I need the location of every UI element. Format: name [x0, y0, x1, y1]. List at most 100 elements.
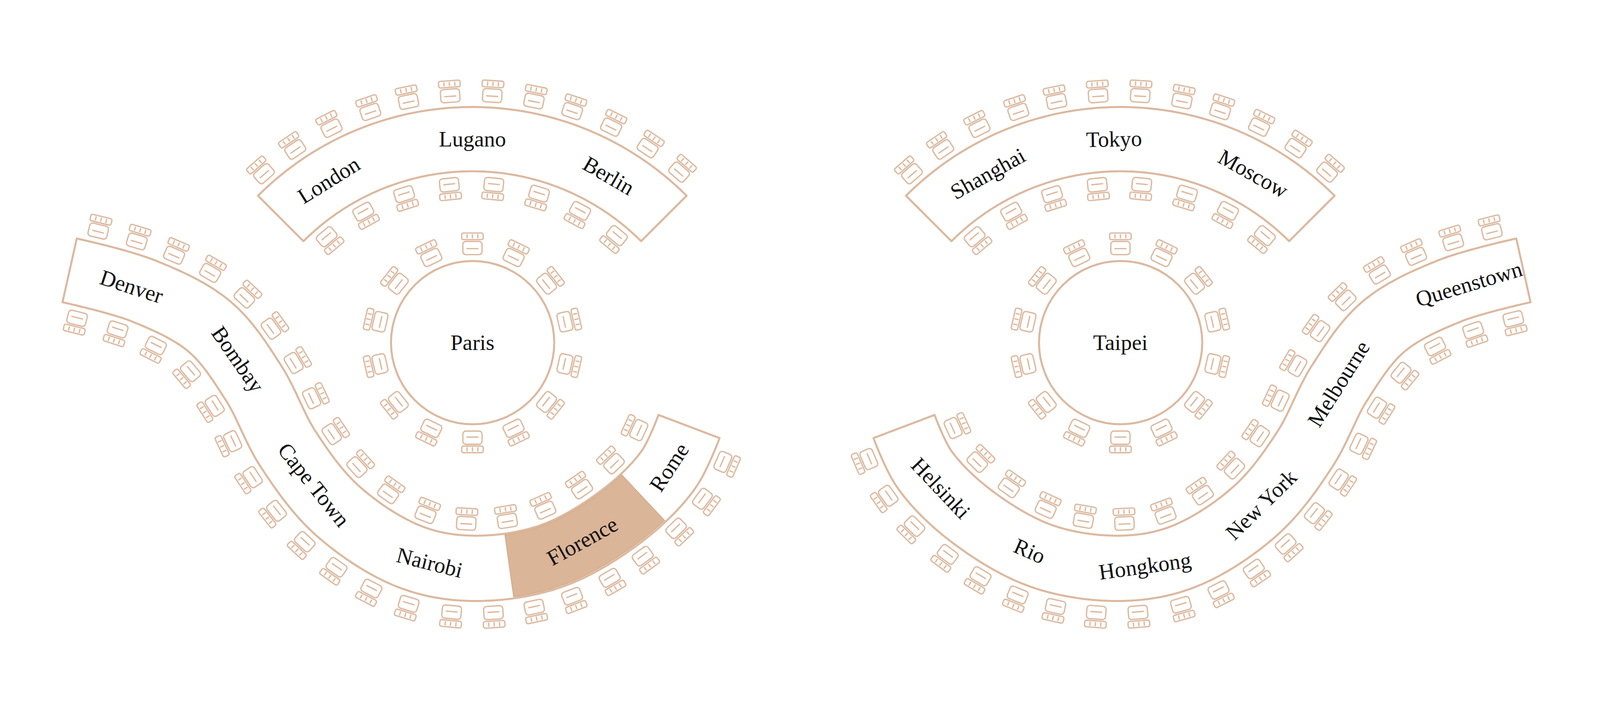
chair — [942, 412, 971, 441]
chair — [501, 417, 530, 447]
chair — [363, 352, 389, 378]
chair — [597, 566, 627, 596]
chair — [345, 449, 376, 480]
chair — [1109, 233, 1131, 255]
chair — [1279, 349, 1309, 379]
chair — [1216, 450, 1247, 481]
table-top — [906, 107, 1335, 241]
chair — [86, 214, 112, 240]
chair — [712, 449, 741, 478]
chair — [413, 497, 441, 525]
chair — [598, 109, 628, 138]
chair — [962, 225, 993, 256]
round-table: Paris — [388, 258, 558, 428]
chair — [996, 469, 1026, 500]
chair — [1043, 84, 1069, 110]
table-top — [391, 261, 555, 425]
chair — [350, 200, 380, 230]
chair — [1211, 200, 1241, 230]
chair — [1422, 335, 1452, 365]
chair — [1129, 177, 1153, 201]
chair — [1400, 238, 1429, 267]
chair — [1365, 395, 1396, 425]
table-name: Paris — [450, 332, 495, 354]
chair — [1149, 239, 1178, 268]
chair — [246, 155, 277, 186]
table-highlight — [505, 475, 665, 597]
chair — [522, 84, 548, 110]
chair — [563, 200, 593, 230]
chair — [1109, 431, 1131, 453]
chair — [438, 80, 462, 103]
chair — [124, 224, 152, 251]
chair — [870, 483, 900, 513]
highlighted-table-section: Florence — [504, 474, 666, 598]
chair — [380, 389, 411, 420]
chair — [690, 486, 721, 516]
chair — [1302, 500, 1333, 531]
chair — [461, 233, 483, 255]
chair — [1063, 417, 1092, 447]
chair — [556, 308, 582, 334]
chair — [63, 309, 89, 336]
chair — [851, 446, 880, 475]
chair — [1363, 256, 1393, 286]
chair — [1273, 532, 1304, 563]
chair — [1028, 266, 1059, 297]
chair — [395, 84, 421, 110]
chair — [1086, 177, 1110, 201]
chair — [926, 131, 956, 161]
chair — [896, 514, 927, 545]
chair — [1003, 94, 1031, 122]
chair — [363, 308, 389, 334]
chair — [1182, 389, 1213, 420]
chair — [481, 177, 505, 201]
chair — [1185, 476, 1216, 507]
table-top — [62, 238, 719, 601]
chair — [1084, 605, 1108, 628]
chair — [259, 311, 290, 341]
chair — [1461, 320, 1489, 348]
chair — [172, 358, 203, 389]
chair — [534, 266, 565, 297]
chair — [1113, 508, 1136, 531]
chair — [455, 507, 478, 530]
chair — [1206, 579, 1235, 609]
chair — [1129, 80, 1152, 103]
chair — [620, 414, 649, 443]
table-band: ShanghaiTokyoMoscow — [903, 104, 1338, 244]
table-band: LondonLuganoBerlin — [255, 104, 690, 244]
chair — [196, 393, 226, 423]
chair — [1182, 266, 1213, 297]
chair — [494, 504, 520, 530]
chair — [1247, 223, 1278, 254]
chair — [1002, 584, 1030, 613]
chair — [1262, 384, 1291, 413]
table-top — [873, 238, 1531, 601]
chair — [234, 464, 264, 495]
chair — [894, 155, 925, 186]
chair — [439, 604, 463, 628]
chair — [529, 492, 558, 521]
chair — [481, 80, 504, 103]
chair — [998, 200, 1028, 230]
chair — [232, 279, 263, 310]
chair — [1348, 431, 1378, 461]
chair — [315, 110, 344, 139]
chair — [1028, 389, 1059, 420]
round-table: Taipei — [1036, 258, 1206, 428]
chair — [1168, 595, 1195, 622]
chair — [482, 605, 505, 629]
chair — [258, 498, 289, 529]
chair — [301, 382, 330, 411]
table-band: HelsinkiRioHongkongNew YorkMelbourneQuee… — [870, 235, 1534, 604]
chair — [1033, 491, 1062, 520]
chair — [415, 417, 444, 447]
chair — [963, 110, 992, 139]
chair — [355, 94, 383, 122]
chair — [1246, 109, 1276, 138]
chair — [663, 516, 694, 547]
chair — [282, 346, 312, 376]
chair — [1241, 557, 1271, 588]
